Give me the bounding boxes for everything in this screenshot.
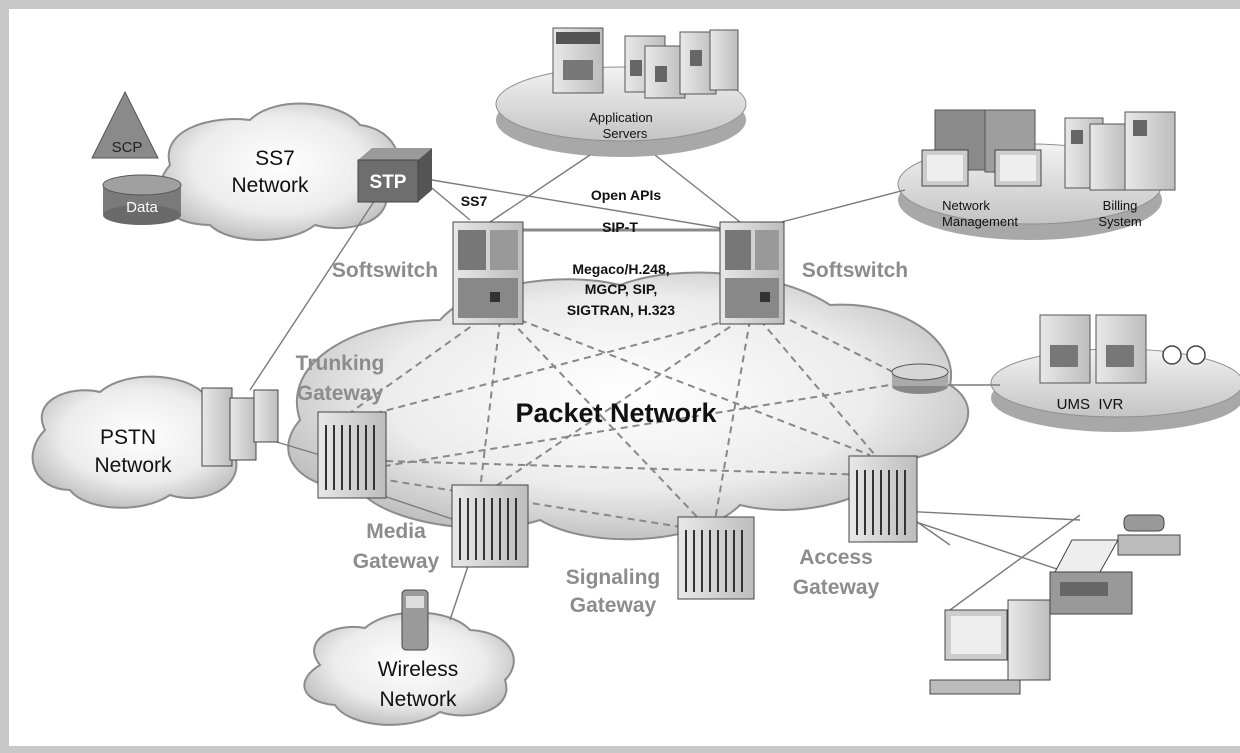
ums-ivr-servers-icon [1039, 314, 1206, 384]
billing-system-label: Billing [1103, 198, 1138, 213]
network-management-icon [921, 109, 1042, 187]
fax-machine-icon [1049, 539, 1133, 615]
application-servers-label-2: Servers [603, 126, 648, 141]
softswitch-left-device [452, 221, 524, 325]
signaling-gateway-label: Signaling [566, 566, 661, 589]
stp-box: STP [357, 148, 432, 203]
ss7-network-label: SS7 [255, 147, 295, 170]
application-servers-icon [552, 27, 739, 99]
trunking-gateway-label-2: Gateway [297, 382, 384, 405]
svg-text:SCP: SCP [112, 139, 143, 156]
softswitch-right-label: Softswitch [802, 259, 908, 282]
router-icon [891, 363, 949, 394]
network-management-label: Network [942, 198, 990, 213]
open-apis-label: Open APIs [591, 187, 661, 203]
ums-ivr-label: UMS IVR [1057, 396, 1124, 413]
pstn-network-label-2: Network [94, 454, 172, 477]
wireless-network-label: Wireless [378, 658, 459, 681]
data-cylinder: Data [102, 174, 182, 225]
media-gateway-label-2: Gateway [353, 550, 440, 573]
media-gateway-label: Media [366, 520, 426, 543]
protocols-label-3: SIGTRAN, H.323 [567, 302, 675, 318]
solid-links [249, 154, 1121, 621]
network-management-label-2: Management [942, 214, 1018, 229]
pstn-switch-icon [201, 387, 279, 467]
signaling-gateway-label-2: Gateway [570, 594, 657, 617]
protocols-label-2: MGCP, SIP, [585, 281, 658, 297]
diagram-labels: SS7 Network Application Servers Network … [94, 110, 1141, 711]
application-servers-label: Application [589, 110, 653, 125]
mobile-phone-icon [401, 589, 429, 651]
svg-text:Data: Data [126, 199, 158, 216]
softswitch-left-label: Softswitch [332, 259, 438, 282]
trunking-gateway-label: Trunking [296, 352, 385, 375]
ss7-link-label: SS7 [461, 193, 488, 209]
wireless-network-label-2: Network [379, 688, 457, 711]
billing-system-label-2: System [1098, 214, 1141, 229]
dashed-links [339, 319, 906, 531]
access-gateway-label: Access [799, 546, 873, 569]
telephone-icon [1117, 514, 1181, 556]
computer-icon [929, 599, 1051, 695]
pstn-network-label: PSTN [100, 426, 156, 449]
trunking-gateway-rack [317, 411, 387, 499]
access-gateway-label-2: Gateway [793, 576, 880, 599]
packet-network-label: Packet Network [515, 398, 717, 428]
access-gateway-rack [848, 455, 918, 543]
signaling-gateway-rack [677, 516, 755, 600]
scp-triangle: SCP [91, 90, 159, 159]
billing-system-icon [1064, 111, 1176, 191]
sip-t-label: SIP-T [602, 219, 638, 235]
softswitch-right-device [719, 221, 785, 325]
protocols-label-1: Megaco/H.248, [572, 261, 669, 277]
wireless-network-cloud [303, 611, 515, 726]
ss7-network-label-2: Network [231, 174, 309, 197]
svg-text:STP: STP [370, 172, 407, 193]
media-gateway-rack [451, 484, 529, 568]
